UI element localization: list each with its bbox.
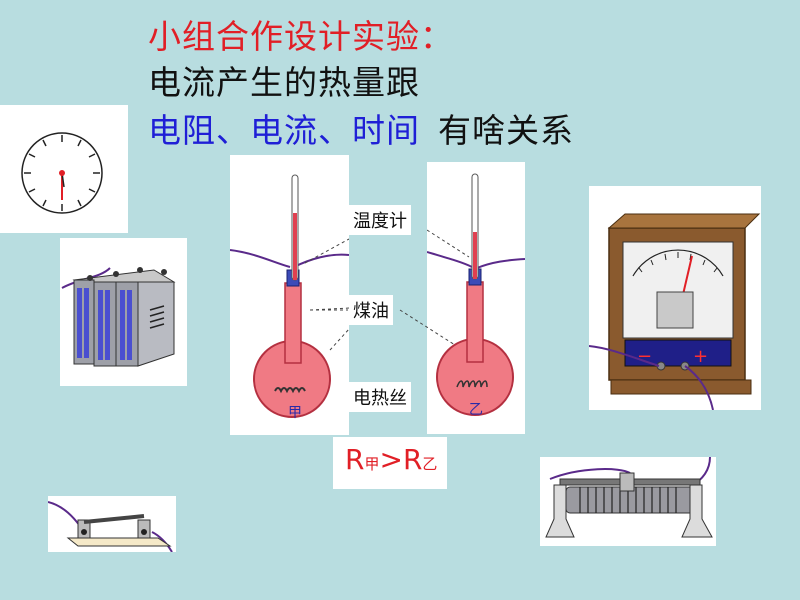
thermometer-label: 温度计 bbox=[349, 205, 411, 235]
slide-title: 小组合作设计实验： bbox=[148, 17, 454, 56]
ammeter-icon: − + bbox=[588, 213, 761, 411]
flask-left-mark: 甲 bbox=[288, 405, 302, 421]
slide-question: 电阻、电流、时间有啥关系 bbox=[148, 104, 574, 152]
question-variables: 电阻、电流、时间 bbox=[148, 111, 420, 150]
r-sub-1: 甲 bbox=[364, 455, 380, 473]
r-symbol-1: R bbox=[345, 443, 365, 476]
flask-right-panel: 乙 bbox=[426, 162, 526, 434]
flask-left-panel: 甲 bbox=[229, 155, 350, 435]
battery-icon bbox=[61, 267, 176, 367]
switch-panel bbox=[47, 496, 176, 553]
r-sub-2: 乙 bbox=[422, 455, 438, 473]
flask-right-icon: 乙 bbox=[426, 173, 526, 418]
battery-panel bbox=[60, 238, 187, 386]
label-pointer-lines bbox=[309, 307, 456, 351]
greater-than: > bbox=[379, 443, 403, 476]
ammeter-panel: − + bbox=[588, 186, 761, 411]
question-relation: 有啥关系 bbox=[438, 111, 574, 150]
kerosene-label: 煤油 bbox=[349, 295, 393, 325]
flask-left-icon: 甲 bbox=[229, 174, 350, 421]
rheostat-icon bbox=[545, 456, 713, 538]
heating-wire-label: 电热丝 bbox=[349, 382, 411, 412]
r-symbol-2: R bbox=[402, 443, 423, 476]
switch-icon bbox=[47, 501, 173, 553]
clock-panel bbox=[0, 105, 128, 233]
ammeter-plus: + bbox=[693, 346, 708, 367]
flask-right-mark: 乙 bbox=[469, 402, 483, 418]
rheostat-panel bbox=[540, 456, 716, 546]
clock-icon bbox=[21, 132, 103, 214]
slide-subtitle: 电流产生的热量跟 bbox=[148, 63, 420, 102]
resistance-relation: R甲>R乙 bbox=[333, 437, 447, 489]
